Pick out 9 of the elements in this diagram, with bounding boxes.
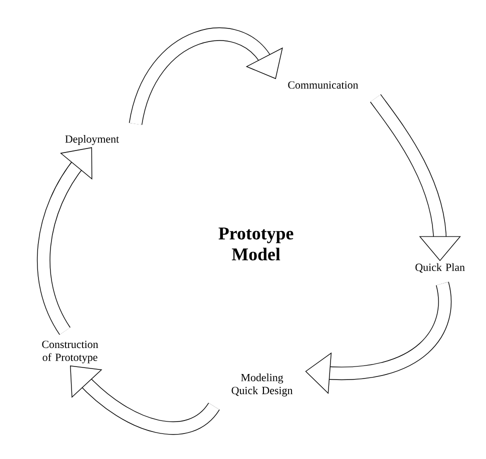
block-arrow <box>305 282 452 394</box>
title: Prototype Model <box>218 228 294 260</box>
block-arrow <box>36 147 92 334</box>
stage-label: Deployment <box>65 135 120 145</box>
stage-label: Quick Plan <box>416 263 465 273</box>
block-arrow <box>129 28 283 126</box>
stage-label: Modeling Quick Design <box>232 374 293 396</box>
stage-label: Construction of Prototype <box>42 340 98 364</box>
stage-label: Communication <box>288 81 358 89</box>
